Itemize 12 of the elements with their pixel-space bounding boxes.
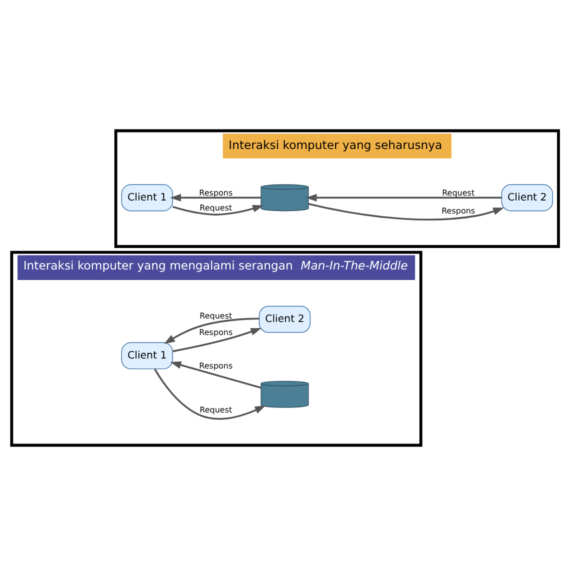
arrow <box>170 194 261 202</box>
node-box: Client 1 <box>121 184 173 212</box>
arrow <box>172 328 262 352</box>
arrow <box>308 202 504 220</box>
node-box: Client 1 <box>121 342 173 370</box>
arrow <box>154 368 266 420</box>
node-box: Client 2 <box>501 184 554 212</box>
node-box: Client 2 <box>258 306 311 333</box>
arrow <box>170 361 262 389</box>
arrow <box>172 204 264 216</box>
arrow <box>306 194 502 202</box>
arrow <box>164 318 260 344</box>
